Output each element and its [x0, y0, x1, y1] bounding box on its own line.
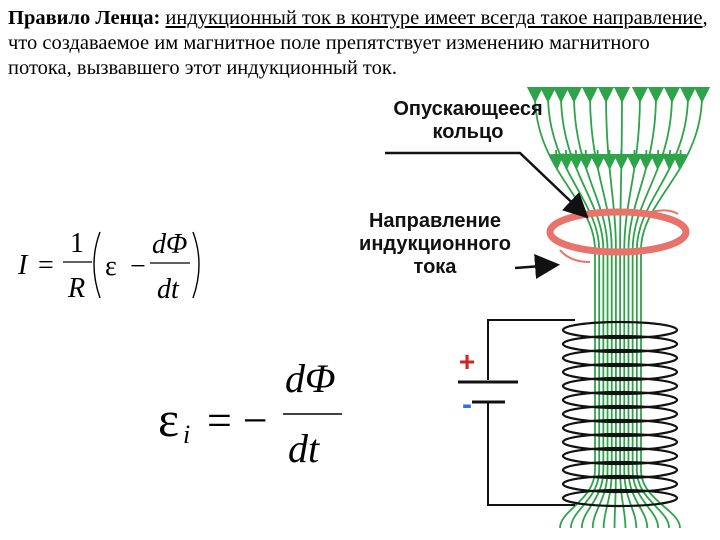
lenz-rule-text: Правило Ленца: индукционный ток в контур…	[8, 6, 714, 81]
current-direction-arrow	[559, 249, 591, 263]
coil-turn	[561, 446, 679, 466]
ring-label-line1: Опускающееся	[393, 98, 543, 120]
field-line	[552, 86, 605, 529]
field-line	[640, 86, 711, 529]
rule-title: Правило Ленца:	[8, 7, 161, 29]
formula2-dnum: dΦ	[285, 356, 336, 401]
coil-turn	[561, 376, 679, 396]
formula1-emf: ε	[105, 251, 117, 282]
field-line	[597, 86, 617, 529]
formula1-lhs: I	[18, 250, 28, 281]
formula1-eq: =	[38, 250, 54, 281]
battery-minus-sign: -	[462, 388, 472, 421]
formula1-dden: dt	[157, 274, 179, 305]
field-line	[631, 86, 681, 529]
battery-plus-sign: +	[458, 346, 476, 377]
formula1-minus: −	[130, 251, 146, 282]
rule-part-2: , что создаваемое им магнитное поле преп…	[8, 7, 708, 79]
coil-turn	[561, 488, 679, 508]
formula2-eq: = −	[207, 396, 268, 445]
formula1-den: R	[68, 273, 86, 304]
circuit-wire	[487, 319, 575, 506]
coil-turn	[561, 432, 679, 452]
coil-turn	[561, 390, 679, 410]
formula2-emf: ε	[158, 391, 179, 447]
rule-end: .	[391, 57, 397, 79]
field-arrow	[548, 149, 565, 171]
field-line	[635, 86, 697, 529]
field-line	[539, 86, 601, 529]
ring-pointer-arrow	[385, 151, 589, 219]
field-line	[623, 86, 649, 529]
field-line	[627, 86, 665, 529]
field-line	[565, 86, 609, 529]
formula2-dden: dt	[288, 426, 320, 471]
field-line	[526, 86, 596, 529]
coil-turn	[561, 334, 679, 354]
current-label: Направление индукционного тока	[335, 210, 535, 279]
ring-label-line2: кольцо	[432, 121, 504, 143]
field-arrow	[661, 149, 679, 171]
falling-ring	[546, 208, 690, 256]
field-line	[613, 86, 631, 529]
coil-turn	[561, 474, 679, 494]
magnetic-field-lines	[526, 86, 711, 529]
rule-part-1: индукционный ток в контуре имеет всегда …	[165, 7, 703, 29]
formula1-dnum: dΦ	[152, 229, 188, 260]
coil-turn	[561, 320, 679, 340]
field-arrow	[672, 149, 689, 171]
field-arrow	[557, 149, 575, 171]
formula2-sub: i	[183, 420, 191, 449]
current-label-line2: индукционного	[359, 233, 511, 255]
coil-turn	[561, 362, 679, 382]
formula1-num: 1	[70, 228, 84, 259]
coil-turn	[561, 460, 679, 480]
solenoid-coil	[561, 320, 679, 508]
coil-turn	[561, 418, 679, 438]
rule-part-3: , вызвавшего этот индукционный ток	[66, 57, 392, 79]
coil-turn	[561, 348, 679, 368]
field-line	[581, 86, 613, 529]
current-label-line1: Направление	[368, 210, 502, 232]
ring-label: Опускающееся кольцо	[378, 98, 558, 144]
current-pointer-arrow	[514, 254, 560, 279]
coil-turn	[561, 404, 679, 424]
current-label-line3: тока	[413, 256, 457, 278]
